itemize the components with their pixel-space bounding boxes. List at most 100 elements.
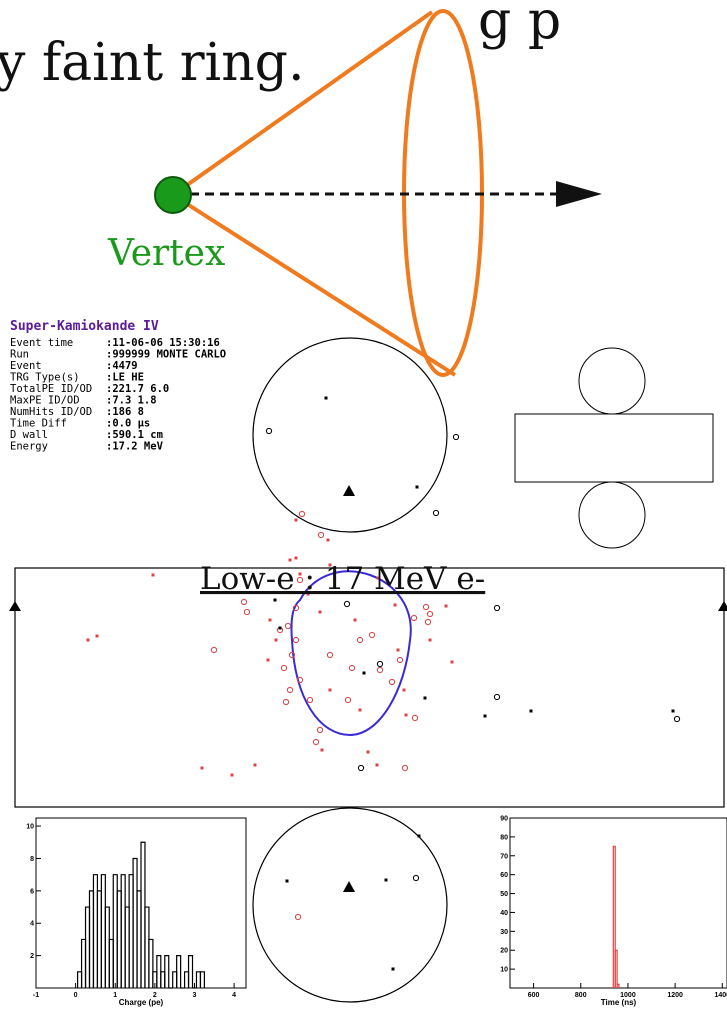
hit-circle-black bbox=[493, 693, 501, 701]
hit-square-red bbox=[266, 658, 270, 662]
x-tick-label: 3 bbox=[193, 992, 197, 999]
hit-square-black bbox=[278, 626, 282, 630]
hit-square-red bbox=[366, 750, 370, 754]
hit-square-red bbox=[402, 688, 406, 692]
x-tick-label: 1 bbox=[113, 992, 117, 999]
hit-square-red bbox=[151, 573, 155, 577]
hit-square-black bbox=[391, 967, 395, 971]
hit-circle-black bbox=[357, 764, 365, 772]
hit-circle-red bbox=[296, 676, 304, 684]
od-barrel-rect bbox=[514, 413, 714, 483]
info-value: :11-06-06 15:30:16 bbox=[106, 337, 220, 349]
hit-circle-red bbox=[317, 531, 325, 539]
info-key: Time Diff bbox=[10, 418, 67, 430]
histogram-bar bbox=[612, 845, 616, 988]
bottom-endcap bbox=[252, 807, 448, 1003]
hit-circle-red bbox=[424, 618, 432, 626]
hit-square-red bbox=[294, 518, 298, 522]
y-tick-label: 2 bbox=[30, 953, 34, 960]
barrel-unrolled bbox=[14, 567, 725, 808]
hit-circle-red bbox=[401, 764, 409, 772]
hit-square-black bbox=[273, 598, 277, 602]
x-tick-label: 1400 bbox=[714, 992, 727, 999]
hit-circle-red bbox=[284, 622, 292, 630]
hit-square-red bbox=[358, 708, 362, 712]
cone-lower-edge bbox=[171, 193, 457, 377]
hit-circle-red bbox=[240, 598, 248, 606]
y-tick-label: 70 bbox=[500, 853, 508, 860]
hit-circle-black bbox=[265, 427, 273, 435]
info-value: :0.0 µs bbox=[106, 418, 150, 430]
hit-square-black bbox=[362, 671, 366, 675]
time-histogram: 600800100012001400102030405060708090Time… bbox=[500, 816, 727, 1007]
hit-square-black bbox=[285, 879, 289, 883]
info-value: :7.3 1.8 bbox=[106, 395, 157, 407]
event-info-panel: Super-Kamiokande IV Event time :11-06-06 … bbox=[10, 319, 226, 453]
hit-square-red bbox=[326, 538, 330, 542]
y-tick-label: 10 bbox=[500, 967, 508, 974]
info-key: Event time bbox=[10, 337, 73, 349]
x-tick-label: -1 bbox=[33, 992, 39, 999]
y-tick-label: 60 bbox=[500, 872, 508, 879]
hit-square-red bbox=[268, 618, 272, 622]
info-key: Energy bbox=[10, 441, 48, 453]
hit-square-red bbox=[353, 618, 357, 622]
hit-circle-red bbox=[388, 678, 396, 686]
x-axis-label: Charge (pe) bbox=[119, 998, 164, 1007]
x-tick-label: 0 bbox=[74, 992, 78, 999]
hit-circle-red bbox=[396, 656, 404, 664]
hit-square-red bbox=[200, 766, 204, 770]
histogram-bar bbox=[187, 955, 194, 988]
info-key: TotalPE ID/OD bbox=[10, 383, 92, 395]
hit-circle-red bbox=[286, 686, 294, 694]
hit-square-red bbox=[298, 572, 302, 576]
slide-top-text-fragment: g p bbox=[478, 0, 561, 51]
info-key: NumHits ID/OD bbox=[10, 406, 92, 418]
hit-square-black bbox=[483, 714, 487, 718]
hit-circle-red bbox=[411, 714, 419, 722]
info-value: :186 8 bbox=[106, 406, 144, 418]
hit-circle-black bbox=[673, 715, 681, 723]
hit-circle-red bbox=[292, 604, 300, 612]
hit-square-red bbox=[230, 773, 234, 777]
hit-square-red bbox=[428, 638, 432, 642]
hit-circle-black bbox=[376, 660, 384, 668]
hit-square-black bbox=[417, 834, 421, 838]
histogram-bar bbox=[616, 983, 620, 988]
info-value: :590.1 cm bbox=[106, 429, 163, 441]
y-tick-label: 8 bbox=[30, 856, 34, 863]
histogram-bar bbox=[614, 949, 618, 988]
hit-square-black bbox=[529, 709, 533, 713]
hit-square-red bbox=[376, 576, 380, 580]
histogram-bar bbox=[199, 971, 205, 988]
hit-circle-red bbox=[294, 913, 302, 921]
hit-circle-red bbox=[306, 696, 314, 704]
histogram-bar bbox=[164, 955, 170, 988]
x-tick-label: 800 bbox=[575, 992, 587, 999]
hit-circle-black bbox=[343, 600, 351, 608]
hit-square-red bbox=[444, 604, 448, 608]
hit-square-red bbox=[274, 638, 278, 642]
hit-circle-red bbox=[348, 664, 356, 672]
hit-circle-red bbox=[288, 651, 296, 659]
hit-square-red bbox=[318, 610, 322, 614]
barrel-left-marker bbox=[9, 601, 21, 611]
hit-circle-black bbox=[412, 874, 420, 882]
hit-circle-red bbox=[280, 664, 288, 672]
info-key: Run bbox=[10, 349, 29, 361]
hit-circle-red bbox=[210, 646, 218, 654]
info-key: MaxPE ID/OD bbox=[10, 395, 80, 407]
hit-circle-black bbox=[432, 509, 440, 517]
event-display-title: Super-Kamiokande IV bbox=[10, 319, 159, 334]
hit-circle-black bbox=[493, 604, 501, 612]
info-key: D wall bbox=[10, 429, 48, 441]
y-tick-label: 10 bbox=[26, 824, 34, 831]
vertex-marker bbox=[343, 881, 355, 892]
pmt-hits bbox=[86, 396, 681, 971]
y-tick-label: 40 bbox=[500, 910, 508, 917]
hit-square-red bbox=[253, 763, 257, 767]
cherenkov-ring-fit bbox=[290, 570, 412, 737]
hit-square-black bbox=[384, 878, 388, 882]
hit-square-red bbox=[328, 563, 332, 567]
